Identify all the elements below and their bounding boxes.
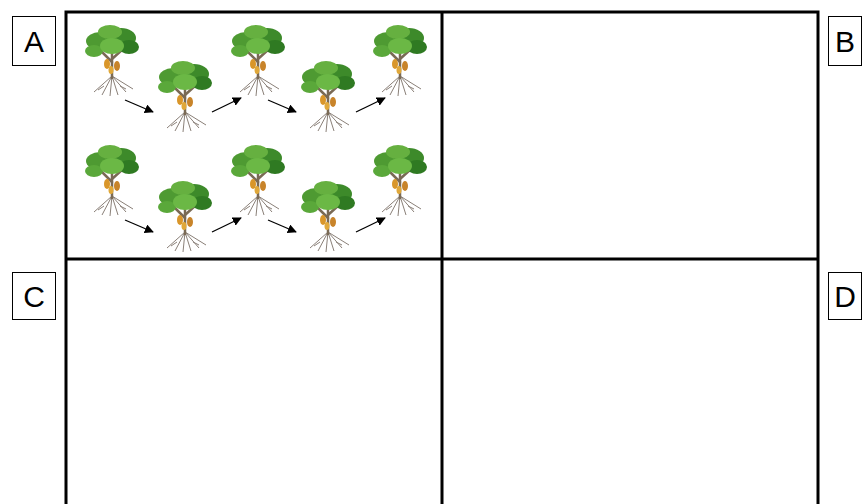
panel-label-box: C — [12, 272, 56, 320]
panel-label-box: B — [828, 16, 862, 66]
panel-letter: A — [24, 25, 44, 58]
cocoa-trees — [85, 25, 427, 252]
panel-grid — [66, 12, 818, 504]
panel-letter: C — [23, 280, 45, 313]
panel-label-box: D — [828, 272, 862, 320]
panel-letter: D — [834, 280, 856, 313]
panel-label-box: A — [12, 16, 56, 66]
sequence-arrows — [125, 98, 385, 232]
panel-letter: B — [835, 25, 855, 58]
